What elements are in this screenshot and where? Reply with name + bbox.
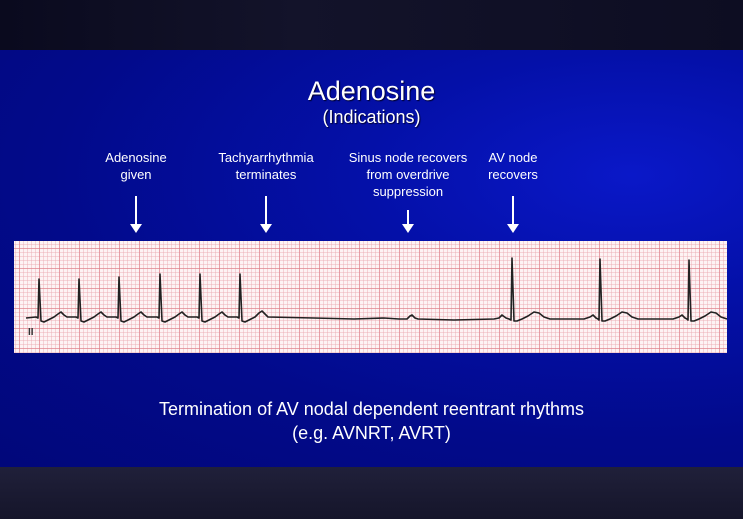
annotation-sinus-node-recovers: Sinus node recovers from overdrive suppr… [348, 150, 468, 199]
indication-text: Termination of AV nodal dependent reentr… [159, 399, 584, 419]
top-letterbox [0, 0, 743, 50]
annotation-av-node-recovers: AV node recovers [488, 150, 538, 182]
indication-examples: (e.g. AVNRT, AVRT) [292, 423, 451, 443]
annotation-tachyarrhythmia-terminates: Tachyarrhythmia terminates [218, 150, 314, 182]
down-arrow-icon [507, 196, 519, 233]
bottom-letterbox [0, 467, 743, 519]
lead-label: II [28, 327, 34, 338]
slide: Adenosine (Indications) Adenosine given … [0, 50, 743, 467]
slide-title: Adenosine [307, 76, 436, 106]
ecg-strip: II [14, 241, 727, 353]
down-arrow-icon [402, 210, 414, 233]
annotation-adenosine-given: Adenosine given [105, 150, 167, 182]
down-arrow-icon [130, 196, 142, 233]
ecg-trace [25, 257, 727, 323]
slide-subtitle: (Indications) [322, 107, 421, 127]
down-arrow-icon [260, 196, 272, 233]
